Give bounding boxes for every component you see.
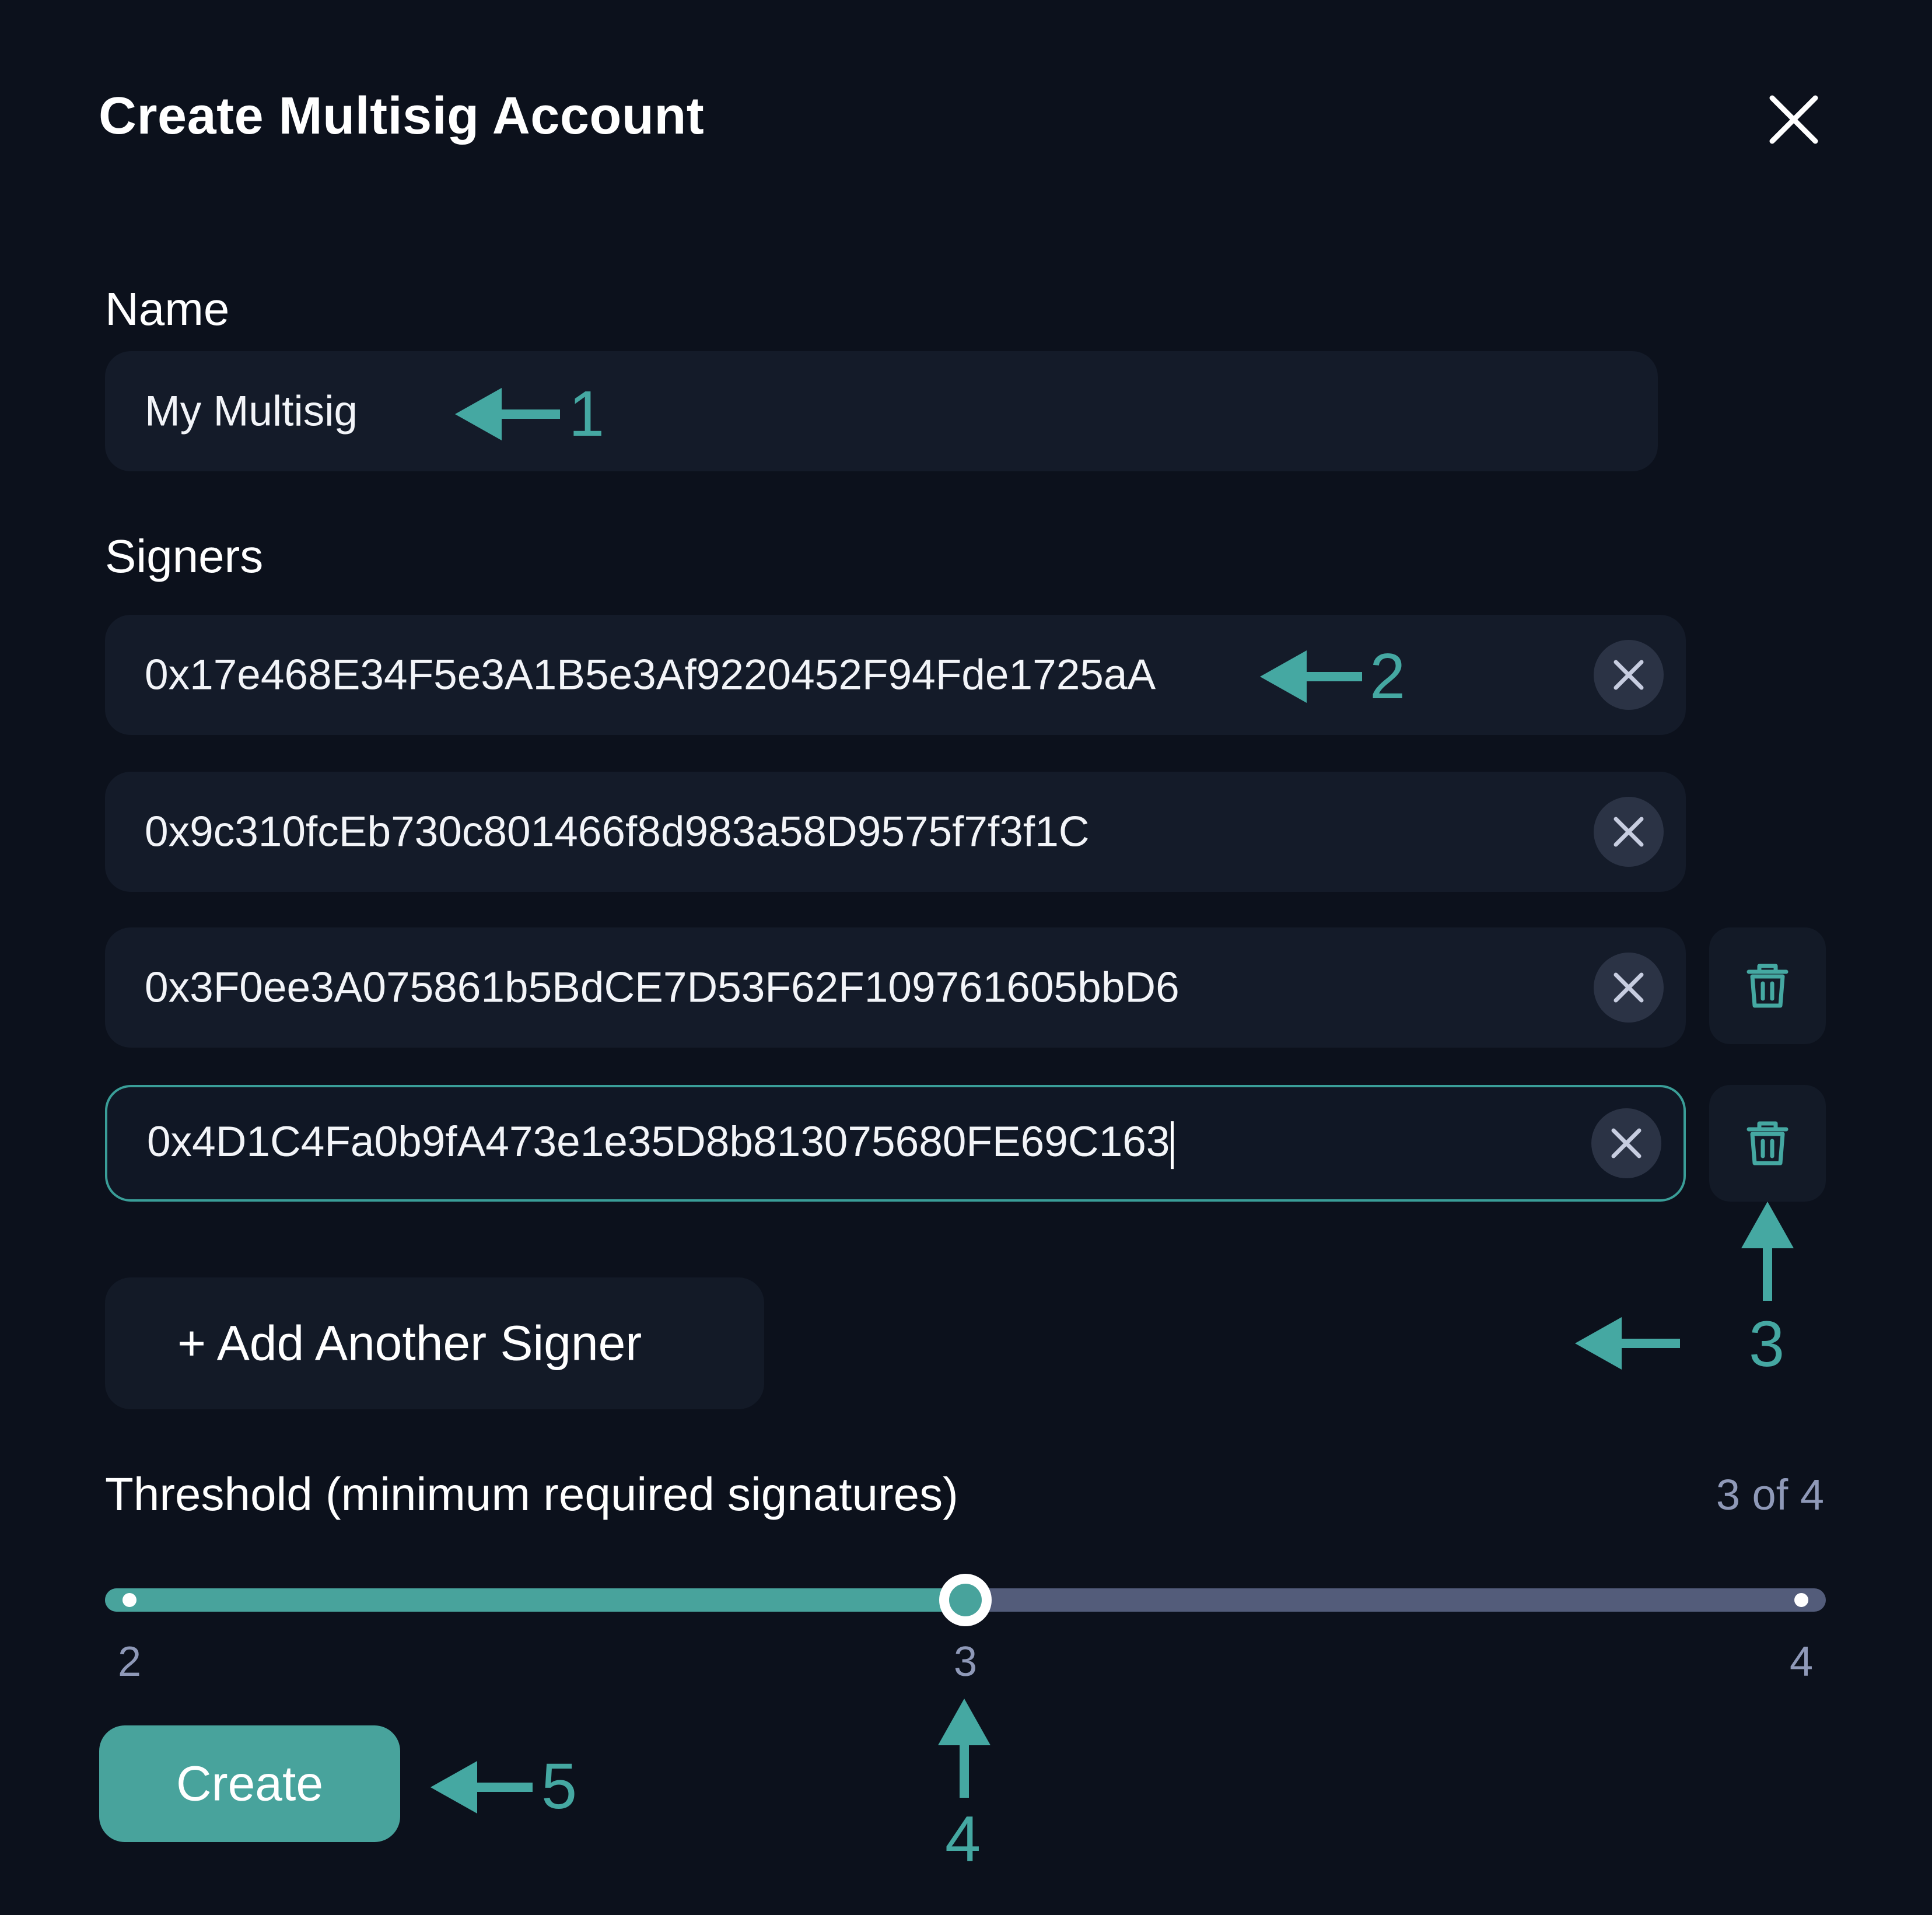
- annotation-number-3: 3: [1749, 1308, 1785, 1380]
- create-button[interactable]: Create: [99, 1725, 400, 1842]
- slider-tick-label-max: 4: [1789, 1639, 1814, 1685]
- annotation-number-1: 1: [569, 378, 605, 450]
- close-button[interactable]: [1768, 93, 1820, 146]
- close-icon: [1769, 95, 1818, 144]
- annotation-arrow-up-3: [1741, 1202, 1794, 1301]
- name-input-value: My Multisig: [145, 387, 358, 435]
- slider-tick-label-mid: 3: [953, 1639, 978, 1685]
- slider-tick-dot-min: [123, 1593, 136, 1607]
- delete-signer-4-button[interactable]: [1709, 1085, 1826, 1202]
- text-caret: [1171, 1121, 1174, 1169]
- annotation-arrow-left-3: [1575, 1317, 1680, 1370]
- clear-icon: [1611, 1128, 1642, 1158]
- add-signer-button[interactable]: + Add Another Signer: [105, 1277, 764, 1409]
- signers-label: Signers: [105, 530, 264, 582]
- signer-input-1[interactable]: 0x17e468E34F5e3A1B5e3Af9220452F94Fde1725…: [105, 615, 1686, 735]
- slider-tick-dot-max: [1794, 1593, 1808, 1607]
- signer-input-4[interactable]: 0x4D1C4Fa0b9fA473e1e35D8b813075680FE69C1…: [105, 1085, 1686, 1202]
- dialog-title: Create Multisig Account: [99, 87, 705, 145]
- threshold-label: Threshold (minimum required signatures): [105, 1468, 958, 1520]
- clear-signer-1-button[interactable]: [1594, 640, 1664, 710]
- annotation-arrow-left-2: [1260, 650, 1362, 703]
- annotation-number-2: 2: [1370, 640, 1406, 712]
- trash-icon: [1746, 1121, 1788, 1165]
- annotation-number-5: 5: [541, 1751, 578, 1822]
- annotation-number-4: 4: [945, 1803, 981, 1875]
- slider-fill: [105, 1588, 965, 1612]
- signer-input-3[interactable]: 0x3F0ee3A075861b5BdCE7D53F62F109761605bb…: [105, 927, 1686, 1048]
- slider-tick-label-min: 2: [117, 1639, 142, 1685]
- clear-signer-4-button[interactable]: [1591, 1108, 1661, 1178]
- threshold-slider[interactable]: [105, 1574, 1826, 1626]
- annotation-arrow-left-5: [430, 1761, 533, 1814]
- clear-signer-2-button[interactable]: [1594, 797, 1664, 867]
- signer-address-4: 0x4D1C4Fa0b9fA473e1e35D8b813075680FE69C1…: [147, 1118, 1170, 1166]
- signer-address-1: 0x17e468E34F5e3A1B5e3Af9220452F94Fde1725…: [145, 651, 1156, 699]
- clear-signer-3-button[interactable]: [1594, 953, 1664, 1023]
- clear-icon: [1614, 817, 1644, 847]
- signer-input-2[interactable]: 0x9c310fcEb730c801466f8d983a58D9575f7f3f…: [105, 772, 1686, 892]
- annotation-arrow-up-4: [938, 1699, 991, 1798]
- create-button-label: Create: [176, 1756, 324, 1811]
- signer-address-3: 0x3F0ee3A075861b5BdCE7D53F62F109761605bb…: [145, 964, 1180, 1011]
- add-signer-label: + Add Another Signer: [177, 1315, 642, 1371]
- trash-icon: [1746, 964, 1788, 1008]
- annotation-arrow-left-1: [455, 388, 560, 440]
- clear-icon: [1614, 660, 1644, 690]
- name-input[interactable]: My Multisig: [105, 351, 1658, 471]
- slider-thumb[interactable]: [939, 1574, 992, 1626]
- delete-signer-3-button[interactable]: [1709, 927, 1826, 1044]
- name-label: Name: [105, 283, 230, 335]
- threshold-summary: 3 of 4: [1716, 1471, 1824, 1519]
- clear-icon: [1614, 972, 1644, 1003]
- signer-address-2: 0x9c310fcEb730c801466f8d983a58D9575f7f3f…: [145, 808, 1090, 856]
